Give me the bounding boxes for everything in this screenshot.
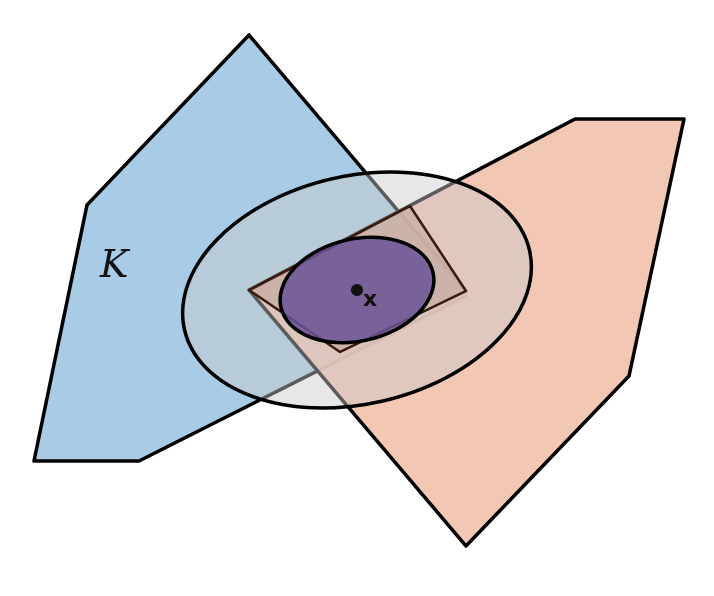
point-x-label: x bbox=[363, 287, 377, 312]
orange-convex-set bbox=[247, 117, 686, 548]
set-k-label: K bbox=[99, 242, 131, 286]
center-point bbox=[351, 284, 363, 296]
